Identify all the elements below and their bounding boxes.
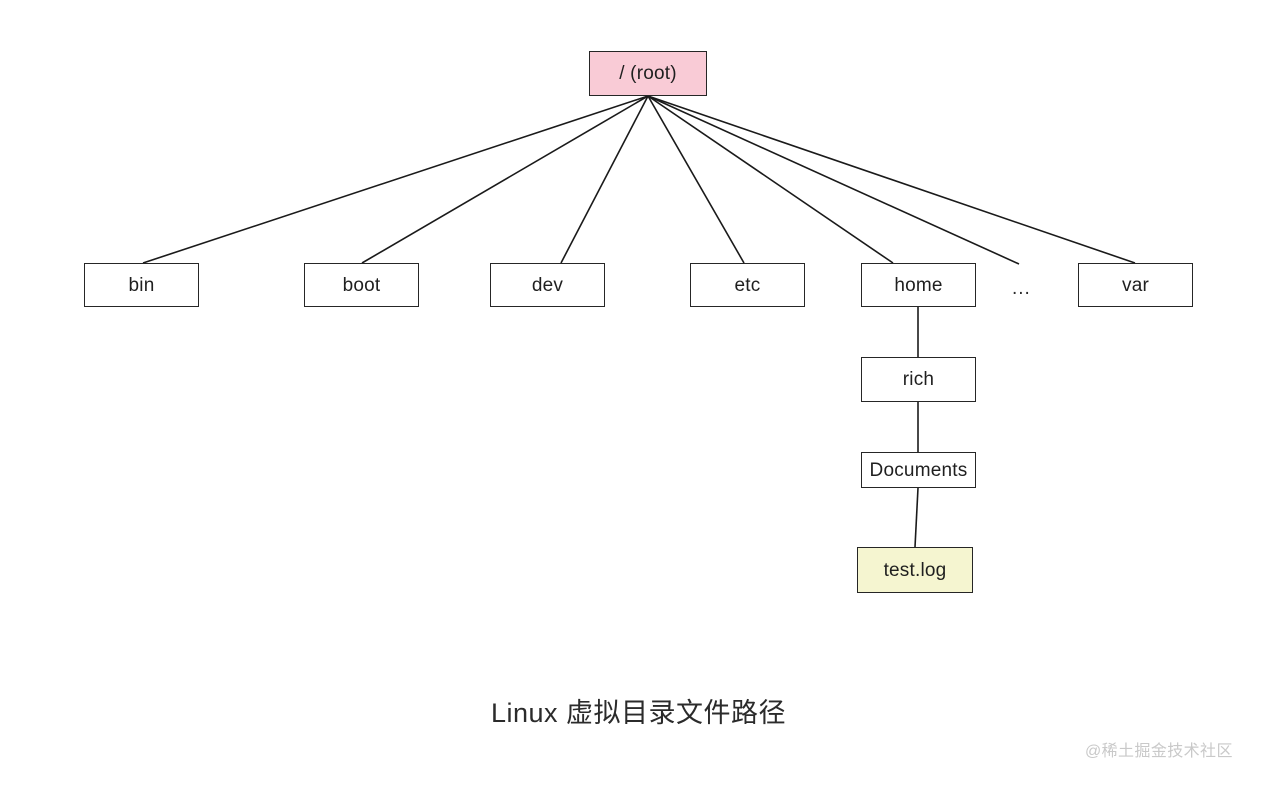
edge-documents-to-testlog bbox=[914, 487, 919, 548]
edge-root-to-bin bbox=[142, 95, 649, 264]
diagram-caption: Linux 虚拟目录文件路径 bbox=[491, 698, 787, 728]
node-documents[interactable]: Documents bbox=[861, 452, 976, 488]
node-label-home: home bbox=[894, 274, 943, 296]
node-rich[interactable]: rich bbox=[861, 357, 976, 402]
edge-root-to-dev bbox=[560, 95, 649, 264]
node-home[interactable]: home bbox=[861, 263, 976, 307]
node-bin[interactable]: bin bbox=[84, 263, 199, 307]
ellipsis-node: ... bbox=[1012, 278, 1031, 299]
node-label-var: var bbox=[1122, 274, 1149, 296]
node-label-rich: rich bbox=[902, 369, 935, 390]
node-label-dev: dev bbox=[531, 274, 564, 296]
edge-root-to-var bbox=[647, 95, 1136, 264]
node-testlog[interactable]: test.log bbox=[857, 547, 973, 593]
node-etc[interactable]: etc bbox=[690, 263, 805, 307]
node-dev[interactable]: dev bbox=[490, 263, 605, 307]
edge-root-to-boot bbox=[361, 95, 649, 264]
node-label-testlog: test.log bbox=[883, 559, 947, 581]
node-label-root: / (root) bbox=[619, 63, 677, 84]
edge-root-to-etc bbox=[647, 95, 745, 264]
node-label-bin: bin bbox=[128, 274, 155, 296]
edge-root-to-home bbox=[647, 95, 894, 264]
node-boot[interactable]: boot bbox=[304, 263, 419, 307]
node-var[interactable]: var bbox=[1078, 263, 1193, 307]
node-label-etc: etc bbox=[734, 274, 761, 296]
edge-root-to-more bbox=[647, 95, 1020, 265]
node-label-boot: boot bbox=[342, 274, 381, 296]
node-label-documents: Documents bbox=[869, 459, 968, 481]
node-root[interactable]: / (root) bbox=[589, 51, 707, 96]
watermark: @稀土掘金技术社区 bbox=[1085, 743, 1233, 760]
